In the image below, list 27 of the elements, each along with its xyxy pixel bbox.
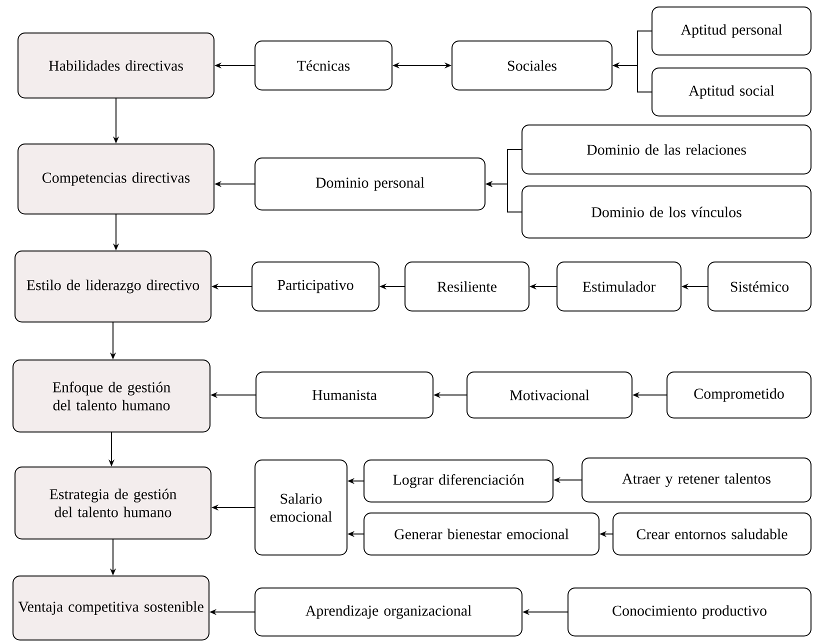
concept-box: Aptitud social (652, 68, 812, 116)
category-box: Habilidades directivas (18, 32, 214, 98)
category-box: Competencias directivas (18, 144, 214, 214)
category-box: Ventaja competitiva sostenible (12, 576, 210, 640)
concept-box: Resiliente (404, 262, 530, 312)
category-box: Estrategia de gestión del talento humano (14, 466, 212, 540)
concept-box: Participativo (252, 262, 380, 312)
concept-box: Humanista (256, 372, 434, 418)
concept-box: Conocimiento productivo (568, 588, 812, 636)
concept-box: Atraer y retener talentos (582, 458, 812, 502)
category-box: Estilo de liderazgo directivo (14, 250, 212, 322)
concept-box: Sociales (452, 40, 612, 90)
concept-box: Dominio de los vínculos (522, 186, 812, 238)
concept-box: Dominio de las relaciones (522, 124, 812, 174)
concept-box: Lograr diferenciación (364, 460, 554, 502)
concept-box: Salario emocional (254, 460, 348, 556)
concept-box: Generar bienestar emocional (364, 512, 600, 556)
concept-box: Dominio personal (254, 158, 486, 210)
concept-box: Estimulador (556, 262, 682, 312)
concept-box: Crear entornos saludable (612, 512, 812, 556)
concept-box: Motivacional (466, 372, 632, 418)
category-box: Enfoque de gestión del talento humano (12, 360, 210, 432)
concept-box: Aptitud personal (652, 6, 812, 56)
concept-box: Comprometido (666, 372, 812, 418)
concept-box: Sistémico (708, 262, 812, 312)
concept-box: Aprendizaje organizacional (254, 588, 522, 636)
concept-box: Técnicas (254, 40, 392, 90)
